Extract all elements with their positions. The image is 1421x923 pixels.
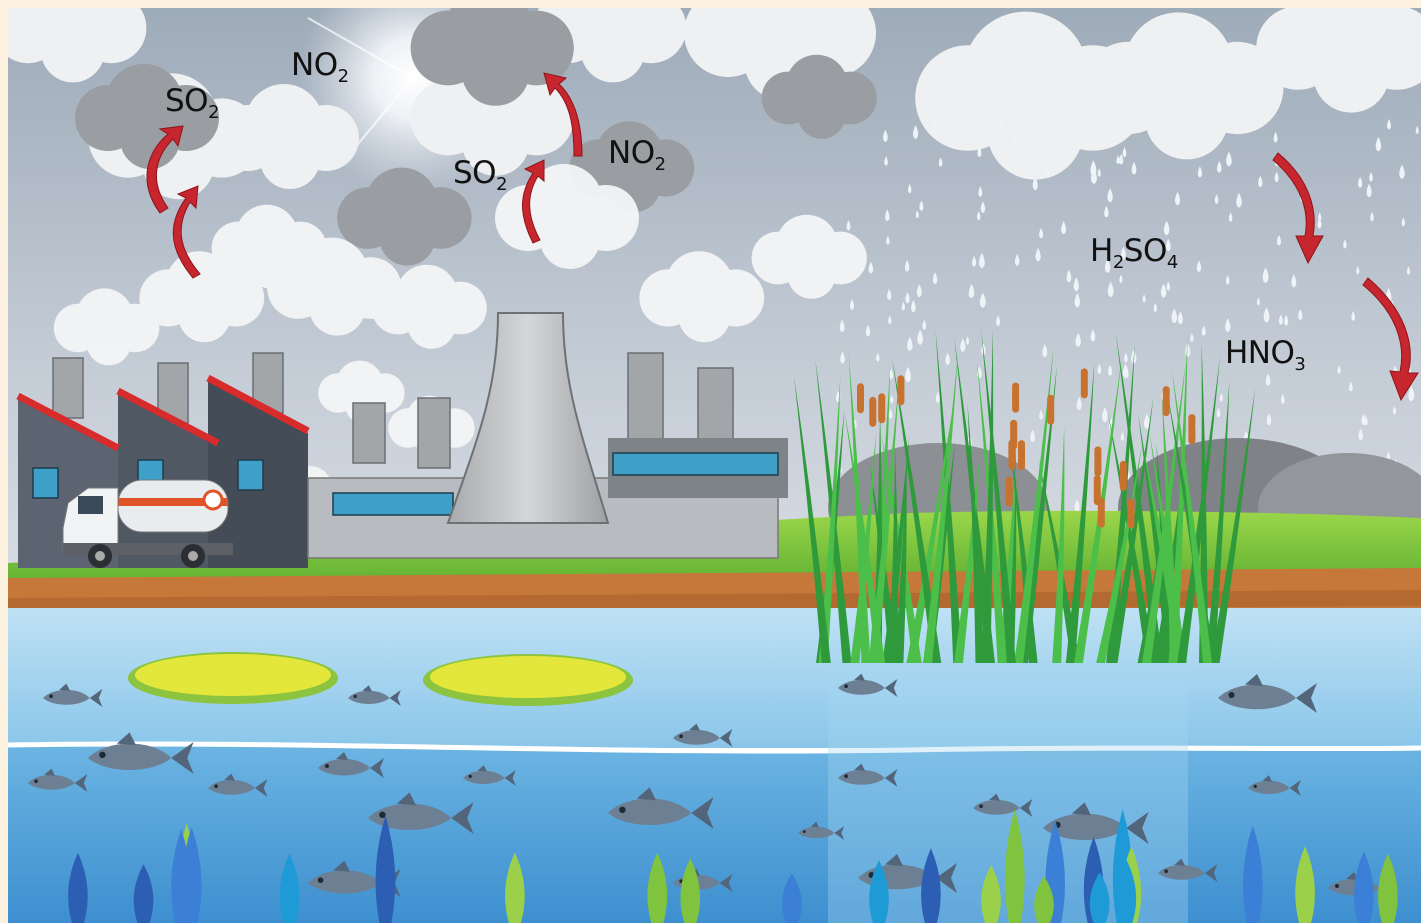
- seaweed-frond: [133, 864, 154, 923]
- reed-blade: [1005, 442, 1017, 663]
- cattail-head: [1119, 460, 1127, 491]
- label-text: HNO: [1225, 335, 1295, 371]
- reed-blade: [1052, 427, 1065, 663]
- reed-blade: [891, 356, 942, 663]
- seaweed-frond: [1034, 876, 1054, 923]
- reed-blade: [818, 375, 841, 663]
- seaweed-frond: [279, 853, 300, 923]
- seaweed-frond: [782, 873, 802, 923]
- label-subscript: 3: [1294, 354, 1306, 375]
- seaweed-frond: [1004, 809, 1025, 923]
- reed-blade: [793, 375, 831, 663]
- seaweed-frond: [1089, 872, 1110, 923]
- label-subscript: 2: [208, 102, 220, 123]
- cooling-tower: [446, 312, 610, 524]
- label-subscript: 2: [1112, 252, 1124, 273]
- seaweed-frond: [1116, 859, 1137, 923]
- label-h2so4: H2SO4: [1090, 236, 1178, 272]
- seaweed-frond: [647, 852, 668, 923]
- seaweed-frond: [1353, 851, 1374, 923]
- label-text: SO: [453, 155, 497, 191]
- reed-blade: [888, 447, 898, 663]
- cattail-head: [1097, 497, 1105, 528]
- reed-blade: [1205, 379, 1230, 663]
- label-text: SO: [165, 83, 209, 119]
- seaweed-frond: [869, 860, 889, 923]
- cattail-head: [878, 393, 886, 424]
- label-no2-top: NO2: [291, 50, 349, 86]
- acid-rain-illustration: NO2 SO2 SO2 NO2 H2SO4 HNO3: [8, 8, 1421, 923]
- reed-blade: [1115, 332, 1163, 663]
- label-text: NO: [608, 135, 655, 171]
- reed-blade: [1171, 367, 1212, 663]
- cattail-head: [857, 383, 864, 414]
- cattail-head: [1010, 419, 1018, 450]
- label-subscript: 2: [337, 66, 349, 87]
- label-text: NO: [291, 47, 338, 83]
- reed-blade: [1149, 433, 1187, 663]
- cattail-head: [1012, 382, 1020, 413]
- acid-rain-arrows: [1272, 152, 1419, 402]
- deep-water: [8, 741, 1421, 923]
- cattail-head: [1093, 475, 1101, 506]
- cattail-head: [1047, 394, 1055, 425]
- tanker-truck: [62, 479, 233, 568]
- cattail-head: [1094, 446, 1102, 477]
- label-so2-mid: SO2: [453, 155, 508, 195]
- cattail-head: [1080, 368, 1088, 399]
- cattail-head: [1005, 476, 1013, 507]
- label-subscript: 4: [1166, 252, 1178, 273]
- label-no2-mid: NO2: [608, 138, 666, 174]
- seaweed-frond: [680, 858, 701, 923]
- reed-blade: [981, 329, 1016, 663]
- seaweed-frond: [1295, 846, 1315, 923]
- seaweed-frond: [1378, 853, 1398, 923]
- reed-blade: [894, 459, 907, 663]
- seaweed-frond: [171, 829, 191, 923]
- label-subscript: 2: [496, 174, 508, 195]
- cattail-head: [869, 396, 877, 427]
- seaweed: [68, 809, 1398, 923]
- seaweed-frond: [1242, 825, 1263, 923]
- label-hno3: HNO3: [1225, 335, 1306, 375]
- label-text: H: [1090, 233, 1113, 269]
- label-subscript: 2: [654, 154, 666, 175]
- label-text: SO: [1123, 233, 1168, 269]
- cattail-head: [1018, 440, 1025, 471]
- label-so2-left: SO2: [165, 83, 220, 123]
- seaweed-frond: [68, 852, 88, 923]
- seaweed-frond: [375, 815, 396, 923]
- reeds: [793, 329, 1256, 663]
- cattail-head: [1188, 414, 1196, 445]
- cattail-head: [1127, 498, 1135, 529]
- seaweed-frond: [505, 852, 525, 923]
- reed-blade: [981, 329, 994, 663]
- reed-blade: [967, 403, 985, 663]
- cattail-head: [897, 375, 905, 406]
- reed-blade: [848, 354, 871, 663]
- cattail-head: [1162, 386, 1170, 417]
- seaweed-frond: [981, 865, 1001, 923]
- seaweed-frond: [921, 848, 941, 923]
- scene-artwork: [8, 8, 1421, 923]
- emission-arrows: [146, 72, 583, 279]
- reed-blade: [954, 451, 981, 663]
- lily-pads: [128, 652, 633, 706]
